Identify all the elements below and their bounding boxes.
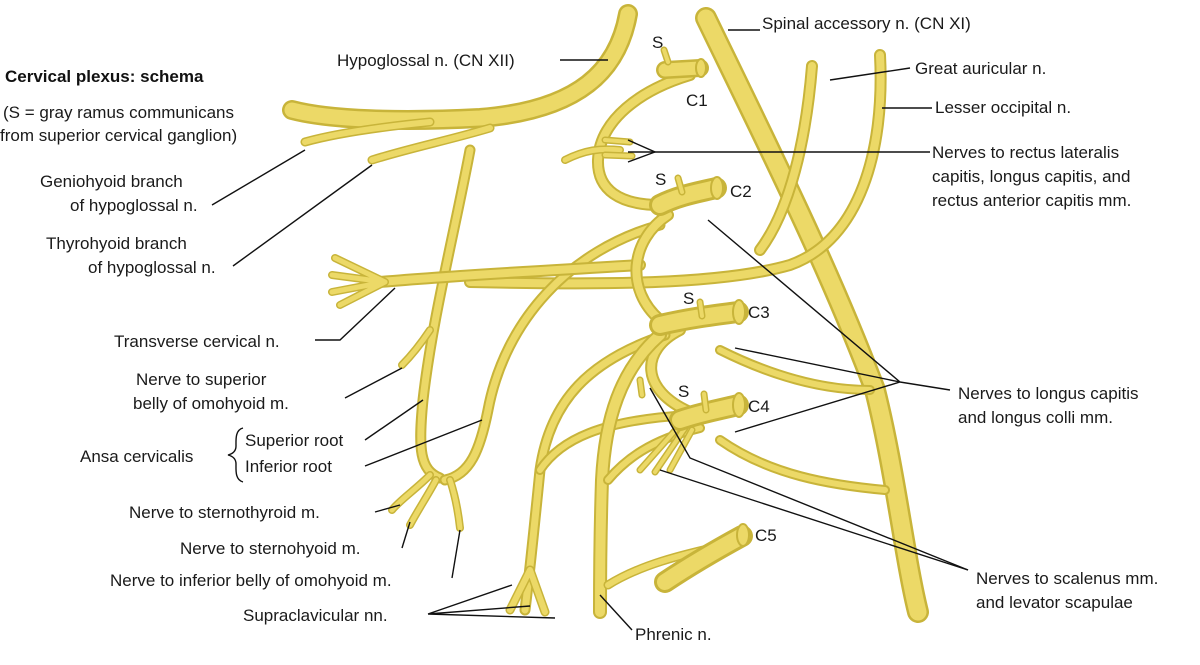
label-rectus-3: rectus anterior capitis mm. (932, 191, 1131, 210)
ansa-inferior-root-nerve (439, 219, 666, 486)
label-root-c5: C5 (755, 526, 777, 545)
label-sternothyroid: Nerve to sternothyroid m. (129, 503, 320, 522)
label-s-c3: S (683, 289, 694, 308)
label-geniohyoid-1: Geniohyoid branch (40, 172, 183, 191)
c3-c4-accessory-communications (715, 345, 890, 495)
ansa-superior-root-nerve (415, 144, 476, 484)
label-ansa-cervicalis: Ansa cervicalis (80, 447, 193, 466)
label-thyrohyoid-2: of hypoglossal n. (88, 258, 216, 277)
label-longus-2: and longus colli mm. (958, 408, 1113, 427)
legend-line-1: (S = gray ramus communicans (3, 103, 234, 122)
label-great-auricular: Great auricular n. (915, 59, 1046, 78)
c1-c2-loop (561, 69, 696, 211)
label-supraclavicular: Supraclavicular nn. (243, 606, 388, 625)
text-labels: Cervical plexus: schema (S = gray ramus … (0, 14, 1158, 644)
c2-c3-loop (630, 209, 674, 326)
label-s-c4: S (678, 382, 689, 401)
label-root-c3: C3 (748, 303, 770, 322)
phrenic-nerve-drawing (593, 328, 730, 619)
c4-muscular-branches (636, 376, 696, 476)
label-geniohyoid-2: of hypoglossal n. (70, 196, 198, 215)
label-root-c4: C4 (748, 397, 770, 416)
hypoglossal-nerve (282, 4, 638, 130)
label-thyrohyoid-1: Thyrohyoid branch (46, 234, 187, 253)
great-auricular-nerve (754, 60, 818, 256)
leader-lines (211, 29, 969, 631)
label-s-c1: S (652, 33, 663, 52)
label-scalenus-1: Nerves to scalenus mm. (976, 569, 1158, 588)
label-root-c1: C1 (686, 91, 708, 110)
label-spinal-accessory: Spinal accessory n. (CN XI) (762, 14, 971, 33)
label-superior-root: Superior root (245, 431, 344, 450)
label-inf-omohyoid: Nerve to inferior belly of omohyoid m. (110, 571, 392, 590)
label-transverse-cervical: Transverse cervical n. (114, 332, 280, 351)
nerve-drawing (282, 4, 929, 623)
label-rectus-2: capitis, longus capitis, and (932, 167, 1130, 186)
label-s-c2: S (655, 170, 666, 189)
legend-line-2: from superior cervical ganglion) (0, 126, 237, 145)
label-longus-1: Nerves to longus capitis (958, 384, 1138, 403)
ansa-muscular-branches (388, 326, 464, 532)
lesser-occipital-nerve (464, 49, 887, 290)
label-phrenic: Phrenic n. (635, 625, 712, 644)
spinal-accessory-nerve (695, 7, 929, 623)
c3-c4-descending-branches (505, 329, 695, 617)
label-sternohyoid: Nerve to sternohyoid m. (180, 539, 360, 558)
diagram-title: Cervical plexus: schema (5, 67, 204, 86)
spinal-root-stubs (649, 46, 753, 593)
label-sup-omohyoid-2: belly of omohyoid m. (133, 394, 289, 413)
label-inferior-root: Inferior root (245, 457, 332, 476)
transverse-cervical-nerve (328, 254, 646, 309)
label-rectus-1: Nerves to rectus lateralis (932, 143, 1119, 162)
label-lesser-occipital: Lesser occipital n. (935, 98, 1071, 117)
label-scalenus-2: and levator scapulae (976, 593, 1133, 612)
label-hypoglossal: Hypoglossal n. (CN XII) (337, 51, 515, 70)
label-sup-omohyoid-1: Nerve to superior (136, 370, 267, 389)
ansa-brace (227, 427, 244, 483)
label-root-c2: C2 (730, 182, 752, 201)
hypoglossal-branches (300, 117, 495, 165)
